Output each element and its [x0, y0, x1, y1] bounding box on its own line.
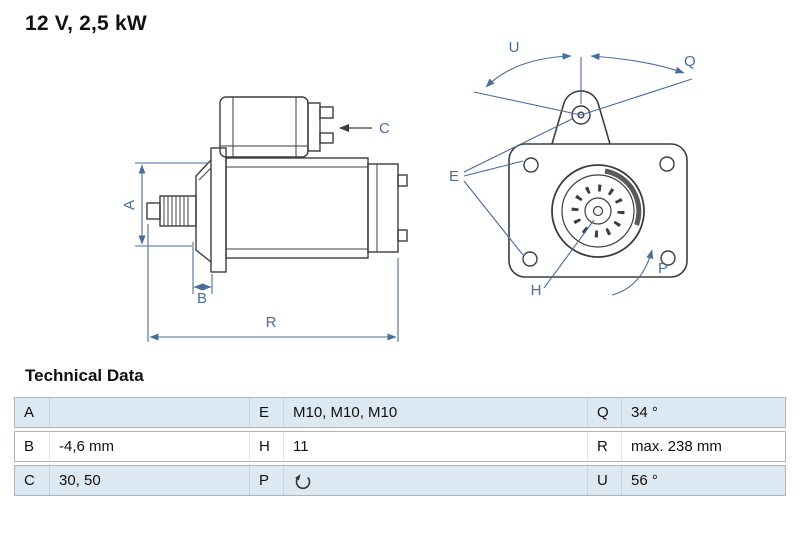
- callout-line-h: [543, 219, 595, 289]
- mounting-hole: [522, 251, 538, 267]
- front-view-annotations: [463, 52, 693, 296]
- technical-diagram: A B C R U Q E H P: [121, 39, 696, 342]
- shaft-nose: [146, 202, 161, 220]
- mounting-hole: [659, 156, 675, 172]
- param-value: 11: [283, 432, 587, 461]
- rotation-arrow-p: [611, 249, 654, 296]
- dim-label-p: P: [658, 260, 668, 277]
- section-heading: Technical Data: [25, 366, 144, 385]
- param-key: P: [249, 466, 283, 495]
- ear-hole: [571, 105, 591, 125]
- starter-motor-front-view: [508, 90, 688, 278]
- mounting-hole: [660, 250, 676, 266]
- dim-label-u: U: [509, 39, 520, 56]
- param-value: 34 °: [621, 398, 785, 427]
- angle-arc-u: [485, 52, 572, 88]
- param-value: max. 238 mm: [621, 432, 785, 461]
- param-value: [49, 398, 249, 427]
- rotation-direction-ccw-icon: [295, 473, 311, 489]
- param-key: E: [249, 398, 283, 427]
- pinion-gear: [159, 195, 197, 227]
- center-bore-outer: [551, 164, 645, 258]
- dim-label-b: B: [197, 290, 207, 307]
- dim-label-a: A: [121, 200, 138, 210]
- param-value: [283, 466, 587, 495]
- dim-label-h: H: [531, 282, 542, 299]
- terminal-stud: [319, 132, 334, 144]
- dim-label-c: C: [379, 120, 390, 137]
- mounting-flange-front: [508, 143, 688, 278]
- motor-body: [225, 157, 369, 259]
- side-view-dimensions: [135, 162, 399, 342]
- param-value: M10, M10, M10: [283, 398, 587, 427]
- table-row-c: C 30, 50 P U 56 °: [14, 465, 786, 496]
- param-key: A: [24, 404, 35, 421]
- starter-motor-side-view: [146, 96, 408, 273]
- mounting-flange-side: [210, 147, 227, 273]
- mounting-hole: [523, 157, 539, 173]
- dim-label-q: Q: [684, 53, 696, 70]
- spline-teeth: [571, 184, 625, 238]
- param-value: -4,6 mm: [49, 432, 249, 461]
- param-key: U: [587, 466, 621, 495]
- angle-arc-q: [590, 53, 685, 74]
- param-key: B: [24, 438, 35, 455]
- solenoid-cap: [307, 102, 321, 152]
- dim-label-e: E: [449, 168, 459, 185]
- param-key: C: [24, 472, 35, 489]
- param-key: Q: [587, 398, 621, 427]
- table-row-b: B -4,6 mm H 11 R max. 238 mm: [14, 431, 786, 462]
- technical-data-table: A E M10, M10, M10 Q 34 ° B -4,6 mm H 11 …: [14, 397, 786, 499]
- terminal-stud: [319, 106, 334, 119]
- page-title: 12 V, 2,5 kW: [25, 12, 147, 35]
- param-value: 30, 50: [49, 466, 249, 495]
- param-value: 56 °: [621, 466, 785, 495]
- param-key: H: [249, 432, 283, 461]
- param-key: R: [587, 432, 621, 461]
- table-row-a: A E M10, M10, M10 Q 34 °: [14, 397, 786, 428]
- shaft-center: [592, 205, 604, 217]
- end-cap: [367, 163, 399, 253]
- dim-label-r: R: [266, 314, 277, 331]
